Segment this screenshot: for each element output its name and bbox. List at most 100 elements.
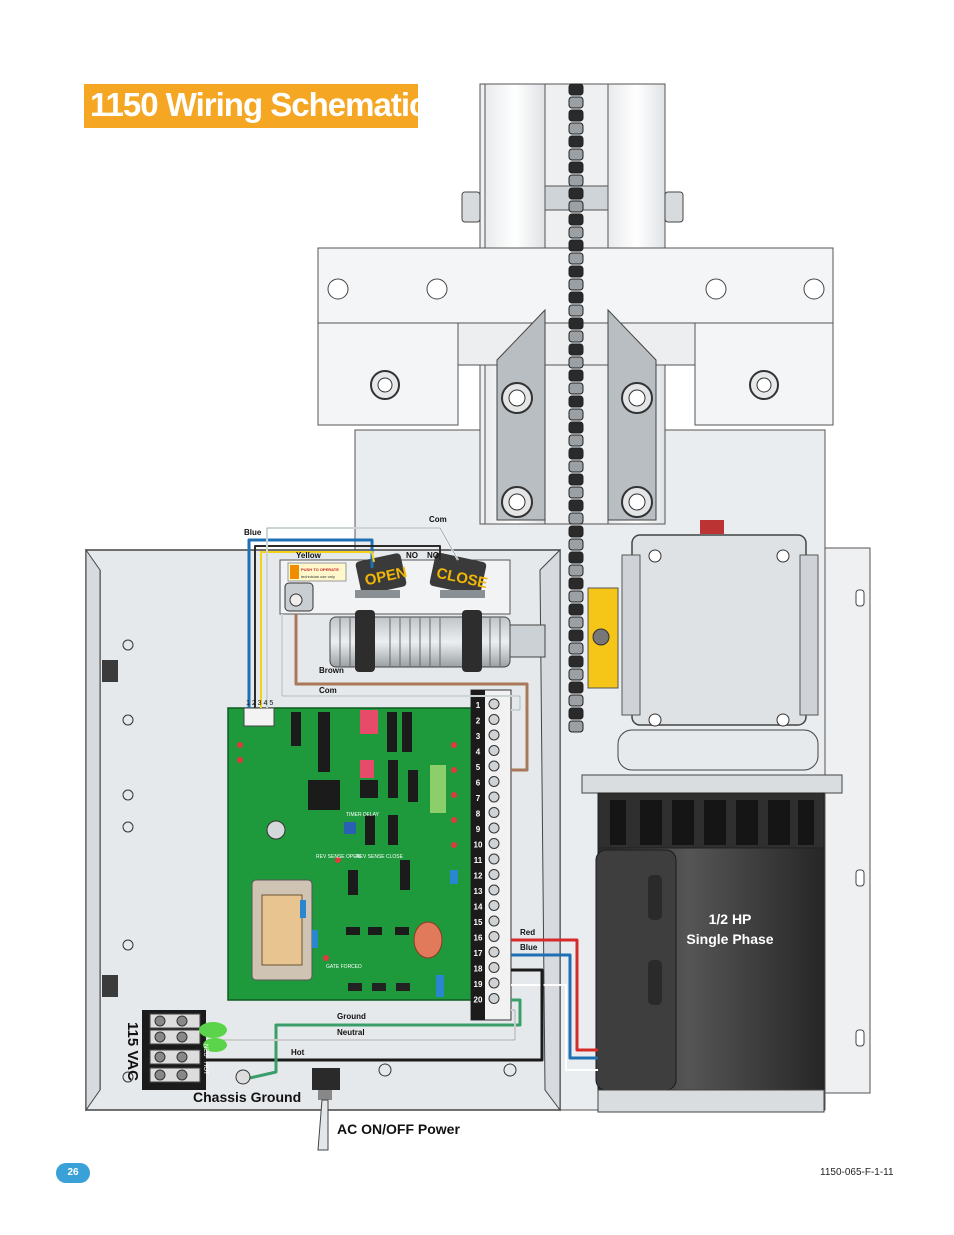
limit-switch-assembly: [279, 552, 546, 672]
label-ac-power-switch: AC ON/OFF Power: [337, 1121, 460, 1137]
label-ground-wire: Ground: [337, 1012, 366, 1021]
label-no-1: NO: [406, 551, 418, 560]
page-title: 1150 Wiring Schematic: [90, 86, 427, 123]
terminal-screw: [488, 884, 500, 896]
terminal-number: 12: [474, 872, 483, 881]
terminal-screw: [488, 760, 500, 772]
terminal-number: 13: [474, 887, 483, 896]
chain-link: [568, 525, 584, 538]
chain-link: [568, 291, 584, 304]
chain-link: [568, 720, 584, 733]
terminal-screw: [488, 869, 500, 880]
chain-link: [568, 460, 584, 473]
chain-link: [568, 538, 584, 551]
terminal-number: 16: [474, 934, 483, 943]
motor-rating-line2: Single Phase: [686, 931, 773, 947]
terminal-number: 19: [474, 980, 483, 989]
chain-link: [568, 382, 584, 395]
chain-link: [568, 135, 584, 148]
chain-link: [568, 161, 584, 174]
document-code: 1150-065-F-1-11: [820, 1167, 894, 1178]
chain-link: [568, 109, 584, 122]
terminal-screw: [488, 791, 500, 803]
label-rev-sense-close: REV SENSE CLOSE: [356, 854, 404, 860]
chain-link: [568, 486, 584, 499]
terminal-number: 20: [474, 996, 483, 1005]
chain-link: [568, 265, 584, 278]
terminal-number: 5: [476, 763, 481, 772]
motor-assembly: [581, 520, 843, 1113]
chain-link: [568, 395, 584, 408]
chain-link: [568, 447, 584, 460]
chain-link: [568, 278, 584, 291]
chain-link: [568, 655, 584, 668]
terminal-number: 2: [476, 717, 481, 726]
chain-link: [568, 213, 584, 226]
label-hot-wire: Hot: [291, 1048, 305, 1057]
chain-link: [568, 551, 584, 564]
chain-link: [568, 590, 584, 603]
terminal-screw: [488, 838, 500, 849]
chain-link: [568, 642, 584, 655]
label-neutral-wire: Neutral: [337, 1028, 365, 1037]
label-red-wire: Red: [520, 928, 535, 937]
terminal-screw: [488, 962, 500, 973]
terminal-screw: [488, 822, 500, 834]
chain-link: [568, 421, 584, 434]
terminal-screw: [488, 915, 500, 927]
chain-link: [568, 694, 584, 707]
label-chassis-ground: Chassis Ground: [193, 1089, 301, 1105]
label-no-2: NO: [427, 551, 439, 560]
label-gate-forced: GATE FORCED: [326, 964, 362, 970]
chain-link: [568, 369, 584, 382]
terminal-number: 11: [474, 856, 483, 865]
label-blue-motor-wire: Blue: [520, 943, 538, 952]
label-timer-delay: TIMER DELAY: [346, 812, 380, 818]
chain-link: [568, 226, 584, 239]
terminal-screw: [488, 853, 500, 865]
drive-chain: [568, 83, 584, 733]
terminal-number: 8: [476, 810, 481, 819]
chain-link: [568, 629, 584, 642]
chain-link: [568, 83, 584, 96]
chain-link: [568, 252, 584, 265]
label-rev-sense-open: REV SENSE OPEN: [316, 854, 361, 860]
label-com-top: Com: [429, 515, 447, 524]
terminal-number: 4: [476, 748, 481, 757]
terminal-number: 7: [476, 794, 481, 803]
label-technician-use: technician use only: [301, 574, 335, 579]
terminal-screw: [488, 729, 500, 741]
terminal-screw: [488, 776, 500, 787]
chain-link: [568, 577, 584, 590]
chain-link: [568, 473, 584, 486]
chain-link: [568, 668, 584, 681]
chain-link: [568, 200, 584, 213]
terminal-number: 17: [474, 949, 483, 958]
terminal-number: 18: [474, 965, 483, 974]
chain-link: [568, 499, 584, 512]
chain-link: [568, 330, 584, 343]
terminal-number: 6: [476, 779, 481, 788]
terminal-screw: [488, 993, 500, 1004]
chain-link: [568, 616, 584, 629]
chain-link: [568, 603, 584, 616]
chain-link: [568, 148, 584, 161]
terminal-screw: [488, 714, 500, 725]
terminal-number: 15: [474, 918, 483, 927]
title-banner: [84, 84, 418, 128]
chain-link: [568, 317, 584, 330]
label-brown-wire: Brown: [319, 666, 344, 675]
terminal-number: 9: [476, 825, 481, 834]
chain-link: [568, 304, 584, 317]
chain-link: [568, 356, 584, 369]
chain-link: [568, 122, 584, 135]
chain-link: [568, 681, 584, 694]
terminal-number: 1: [476, 701, 481, 710]
terminal-screw: [488, 698, 500, 710]
chain-link: [568, 408, 584, 421]
label-115vac: 115 VAC: [124, 1022, 141, 1081]
label-blue-wire: Blue: [244, 528, 262, 537]
terminal-screw: [488, 807, 500, 818]
label-neu: NEU: [202, 1044, 208, 1057]
